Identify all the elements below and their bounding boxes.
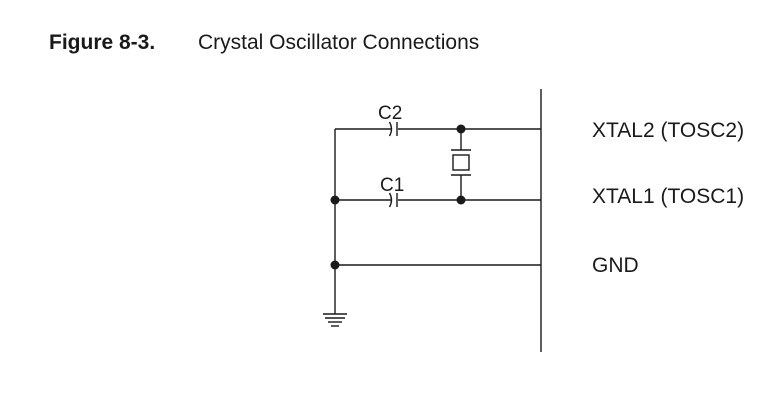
capacitor-c1	[388, 192, 398, 208]
figure-number: Figure 8-3.	[49, 31, 156, 54]
junction-dot-xtal2	[456, 124, 466, 134]
c2-label: C2	[378, 103, 402, 124]
junction-dot-xtal1	[456, 195, 466, 205]
xtal2-pin-label: XTAL2 (TOSC2)	[592, 119, 744, 142]
junction-dot-rail-gnd	[330, 260, 340, 270]
figure-title: Crystal Oscillator Connections	[198, 31, 480, 54]
crystal-symbol	[451, 129, 471, 200]
gnd-pin-label: GND	[592, 254, 639, 277]
xtal1-pin-label: XTAL1 (TOSC1)	[592, 185, 744, 208]
ground-symbol	[323, 313, 347, 327]
junction-dot-rail-c1	[330, 195, 340, 205]
c1-label: C1	[380, 175, 404, 196]
capacitor-c2	[388, 121, 398, 137]
